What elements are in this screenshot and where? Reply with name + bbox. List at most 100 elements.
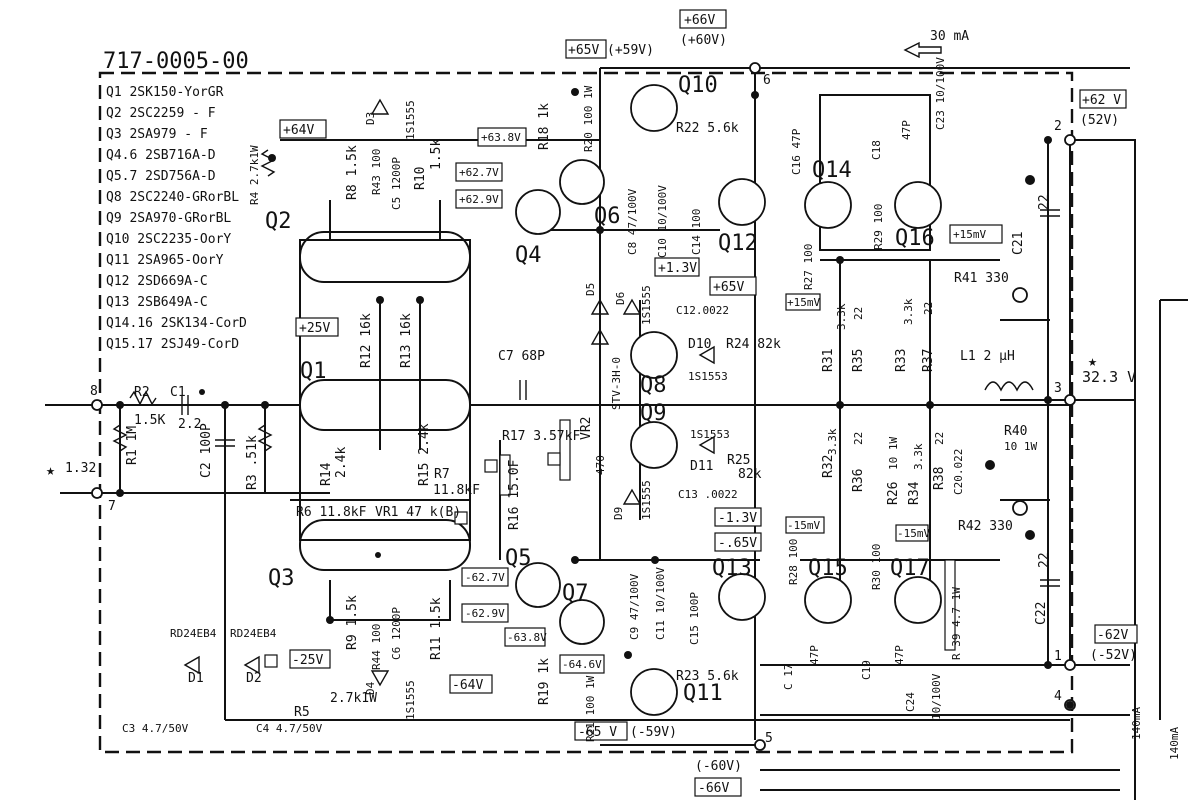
v-q12-drive: +1.3V — [658, 261, 697, 276]
d1-type: RD24EB4 — [170, 627, 217, 640]
parts-list-item: Q3 2SA979 - F — [106, 127, 208, 142]
r40-label: R40 — [1004, 424, 1027, 439]
terminal-2 — [1064, 134, 1076, 146]
star-in: ★ — [46, 461, 55, 479]
c23-label: C23 10/100V — [934, 57, 947, 130]
q4-transistor — [515, 189, 561, 235]
r7-label: R7 — [434, 467, 450, 482]
r7-value: 11.8kF — [433, 483, 480, 498]
v-d2-node: -25V — [292, 653, 323, 668]
r14-label: R14 — [319, 462, 334, 486]
parts-list-item: Q11 2SA965-OorY — [106, 253, 224, 268]
r18-label: R18 1k — [537, 103, 552, 150]
d5b-diode — [590, 328, 610, 345]
d5-diode — [590, 298, 610, 315]
c21-capacitor — [1040, 209, 1060, 217]
v-r27-node: +15mV — [787, 296, 820, 309]
v-bot-rail: -66V — [698, 781, 729, 796]
r24-label: R24 82k — [726, 337, 781, 352]
v-r11-node: -64V — [452, 678, 483, 693]
i-top: 30 mA — [930, 29, 969, 44]
v-q15-node: -15mV — [787, 519, 820, 532]
r20-label: R20 100 1W — [582, 85, 595, 152]
vr1-label: VR1 47 k(B) — [375, 505, 461, 520]
q5-transistor — [515, 562, 561, 608]
parts-list-item: Q14.16 2SK134-CorD — [106, 316, 247, 331]
transistor-labels: Q2 Q1 Q3 Q4 Q6 Q5 Q7 Q10 Q8 Q9 Q11 Q12 Q… — [265, 73, 935, 706]
q6-label: Q6 — [594, 204, 621, 229]
board-outline — [98, 71, 1074, 754]
q12-transistor — [718, 178, 766, 226]
q10-label: Q10 — [678, 73, 718, 98]
v-right-bot-alt: (-52V) — [1090, 648, 1137, 663]
q16-mosfet — [894, 181, 942, 229]
current-arrow-top — [903, 41, 942, 59]
v-q12-col: +65V — [713, 280, 744, 295]
q3-label: Q3 — [268, 566, 295, 591]
c2-capacitor — [215, 439, 235, 447]
r4-label: R4 2.7k1W — [248, 145, 261, 205]
v-q16-src: +15mV — [953, 228, 986, 241]
test-point-r42 — [1012, 500, 1028, 516]
r4-resistor — [260, 149, 276, 177]
marker-square — [454, 511, 468, 525]
marker-square — [547, 452, 561, 466]
r22-label: R22 5.6k — [676, 121, 739, 136]
r35-label: R35 — [851, 349, 866, 372]
current-labels: 30 mA 140mA 140mA — [903, 29, 1181, 760]
r33-value: 3.3k — [902, 298, 915, 325]
d9-type: 1S1555 — [640, 480, 653, 520]
c24-label: C24 — [904, 692, 917, 712]
c21-label: C21 — [1011, 232, 1026, 255]
c2-label: C2 100P — [199, 423, 214, 478]
d10-label: D10 — [688, 337, 711, 352]
c7-label: C7 68P — [498, 349, 545, 364]
vr2-value: 470 — [594, 455, 607, 475]
marker-square — [484, 459, 498, 473]
r10-label: R10 — [413, 167, 428, 190]
parts-list-item: Q5.7 2SD756A-D — [106, 169, 216, 184]
r30-label: R30 100 — [870, 544, 883, 590]
parts-list: Q1 2SK150-YorGR Q2 2SC2259 - F Q3 2SA979… — [106, 85, 247, 352]
node-label-2: 2 — [1054, 119, 1062, 134]
q9-transistor — [630, 421, 678, 469]
i-bot2: 140mA — [1168, 727, 1181, 760]
r1-label: R1 1M — [125, 426, 140, 465]
d6-type: 1S1555 — [640, 285, 653, 325]
r21-label: R21 100 1W — [584, 675, 597, 742]
d1-label: D1 — [188, 671, 204, 686]
r6-label: R6 11.8kF — [296, 505, 367, 520]
node-label-4: 4 — [1054, 689, 1062, 704]
r14-value: 2.4k — [334, 447, 349, 478]
r43-label: R43 100 — [370, 149, 383, 195]
q17-mosfet — [894, 576, 942, 624]
r19-label: R19 1k — [537, 658, 552, 705]
v-q5-e2: -62.9V — [465, 607, 505, 620]
r34-label: R34 — [907, 481, 922, 505]
v-q17-node: -15mV — [897, 527, 930, 540]
r26-label: R26 — [886, 482, 901, 505]
c1-value: 2.2 — [178, 417, 201, 432]
c22-value: 22 — [1037, 552, 1052, 568]
v-q11-rail: -65 V — [578, 725, 617, 740]
r32-value: 3.3k — [826, 428, 839, 455]
star-out: ★ — [1088, 352, 1097, 370]
d4-type: 1S1555 — [404, 680, 417, 720]
c3-label: C3 4.7/50V — [122, 722, 189, 735]
r10-value: 1.5k — [429, 139, 444, 170]
c10-label: C10 10/100V — [656, 185, 669, 258]
r38-label: R38 — [932, 467, 947, 490]
r2-label: R2 — [134, 385, 150, 400]
r41-label: R41 330 — [954, 271, 1009, 286]
d2-label: D2 — [246, 671, 262, 686]
c13-label: C13 .0022 — [678, 488, 738, 501]
c19-label: C19 — [860, 660, 873, 680]
v-q10-rail-alt: (+59V) — [607, 43, 654, 58]
r16-resistor — [499, 454, 511, 496]
c11-label: C11 10/100V — [654, 567, 667, 640]
r1-resistor — [112, 424, 128, 452]
d10-diode — [698, 345, 715, 365]
d6-diode — [622, 298, 642, 315]
wiring — [45, 67, 1188, 800]
d3-diode — [370, 98, 390, 115]
